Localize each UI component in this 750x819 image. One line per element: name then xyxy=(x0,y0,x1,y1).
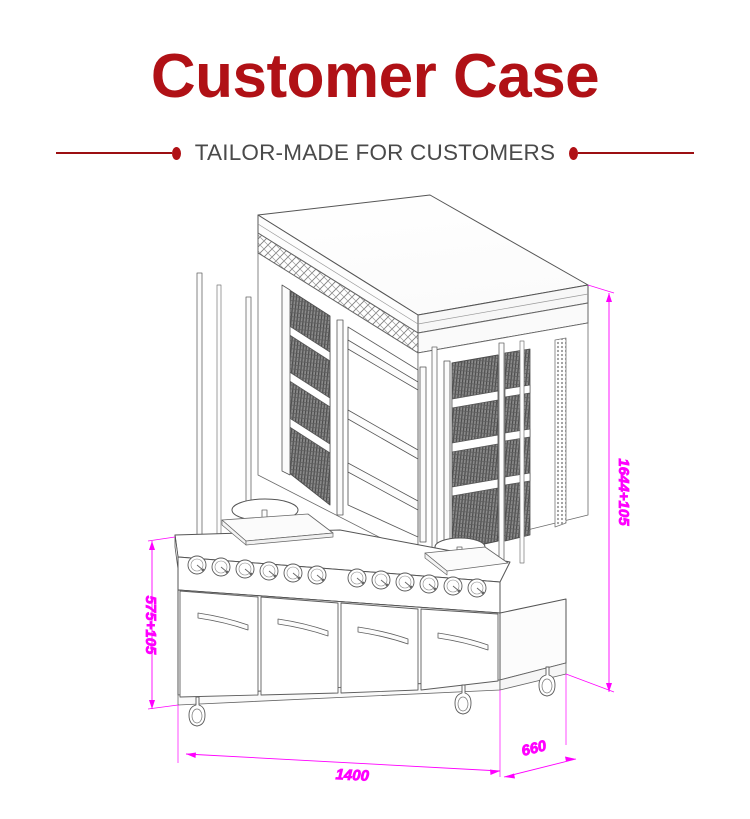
dimension-label-base-height: 575+105 xyxy=(142,596,159,655)
cabinet-door[interactable] xyxy=(179,590,259,698)
center-shelf-column xyxy=(336,319,427,543)
divider-line-right xyxy=(578,152,695,154)
control-knob[interactable] xyxy=(307,565,327,585)
banner-header: Customer Case TAILOR-MADE FOR CUSTOMERS xyxy=(0,0,750,190)
control-knob[interactable] xyxy=(283,563,303,583)
control-knob[interactable] xyxy=(211,557,231,577)
control-knob-group[interactable] xyxy=(187,555,487,598)
dimension-label-depth: 660 xyxy=(520,737,549,760)
cabinet-door[interactable] xyxy=(340,602,419,694)
grill-panel-right xyxy=(443,354,499,554)
control-knob[interactable] xyxy=(443,576,463,596)
page-subtitle: TAILOR-MADE FOR CUSTOMERS xyxy=(194,140,556,165)
cabinet-geometry xyxy=(174,194,589,727)
perforated-side-strip xyxy=(554,337,567,528)
lower-cabinet-body xyxy=(177,589,567,706)
cabinet-door[interactable] xyxy=(420,608,499,691)
caster-wheel xyxy=(454,684,472,715)
control-knob[interactable] xyxy=(395,572,415,592)
control-knob[interactable] xyxy=(419,574,439,594)
bullet-dot-icon-left xyxy=(171,146,181,160)
cabinet-door-group[interactable] xyxy=(179,590,499,698)
isometric-drawing-svg: 1644+105 575+105 1400 xyxy=(142,194,632,785)
control-knob[interactable] xyxy=(467,578,487,598)
dimension-label-width: 1400 xyxy=(335,766,370,785)
divider-line-left xyxy=(55,152,172,154)
dimension-width: 1400 xyxy=(185,752,501,785)
caster-wheel xyxy=(188,696,206,727)
page-title: Customer Case xyxy=(150,42,600,111)
product-technical-drawing: 1644+105 575+105 1400 xyxy=(0,185,750,819)
work-countertop xyxy=(174,513,511,583)
grill-panel-far-right xyxy=(504,348,531,542)
control-knob[interactable] xyxy=(347,568,367,588)
dimension-depth: 660 xyxy=(503,737,577,779)
dimension-height: 1644+105 xyxy=(606,293,632,692)
canopy-top xyxy=(257,194,589,334)
subtitle-divider-row: TAILOR-MADE FOR CUSTOMERS xyxy=(0,136,750,170)
grill-panel-left xyxy=(281,284,331,506)
caster-wheel-group xyxy=(188,666,556,727)
bullet-dot-icon-right xyxy=(569,146,579,160)
control-knob[interactable] xyxy=(187,555,207,575)
control-knob[interactable] xyxy=(371,570,391,590)
caster-wheel xyxy=(538,666,556,697)
dimension-base-height: 575+105 xyxy=(142,541,159,709)
cabinet-door[interactable] xyxy=(260,596,339,696)
dimension-annotations: 1644+105 575+105 1400 xyxy=(142,284,632,785)
control-knob[interactable] xyxy=(235,559,255,579)
control-knob[interactable] xyxy=(259,561,279,581)
dimension-label-height: 1644+105 xyxy=(615,458,632,526)
